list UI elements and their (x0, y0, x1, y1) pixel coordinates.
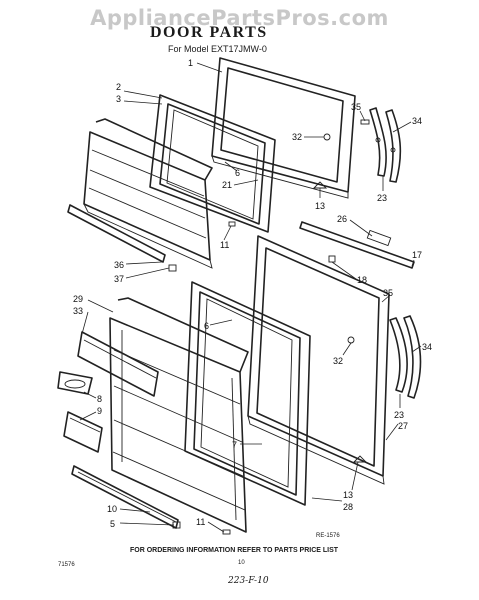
callout-17: 17 (412, 250, 422, 260)
freezer-door-outer-panel (211, 57, 356, 199)
door-stop-bar (299, 221, 415, 269)
callout-10: 10 (107, 504, 117, 514)
callout-18: 18 (357, 275, 367, 285)
watermark: AppliancePartsPros.com (90, 6, 389, 30)
callout-9: 9 (97, 406, 102, 416)
callout-26: 26 (337, 214, 347, 224)
callout-6b: 6 (204, 321, 209, 331)
callout-5: 5 (110, 519, 115, 529)
callout-33: 33 (73, 306, 83, 316)
door-shelf-bar (77, 331, 159, 397)
callout-8: 8 (97, 394, 102, 404)
lower-hinge (389, 315, 422, 399)
callout-11: 11 (220, 240, 229, 250)
callout-27: 27 (398, 421, 408, 431)
callout-6: 6 (235, 168, 240, 178)
callout-13b: 13 (343, 490, 353, 500)
fresh-food-door-outer-panel (247, 235, 390, 485)
handwritten-note: 223-F-10 (228, 576, 269, 586)
model-subtitle: For Model EXT17JMW-0 (168, 44, 267, 54)
callout-21: 21 (222, 180, 232, 190)
butter-compartment (57, 371, 93, 395)
callout-23b: 23 (394, 410, 404, 420)
callout-23: 23 (377, 193, 387, 203)
leader-lines (79, 62, 422, 533)
callout-34: 34 (412, 116, 422, 126)
diagram-title: DOOR PARTS (150, 24, 268, 41)
callout-36: 36 (114, 260, 124, 270)
callout-3: 3 (116, 94, 121, 104)
callout-1: 1 (188, 58, 193, 68)
callout-37: 37 (114, 274, 124, 284)
fresh-food-door-gasket (184, 281, 311, 506)
freezer-door-trim-strip (67, 204, 166, 263)
callout-11b: 11 (196, 517, 205, 527)
callout-35b: 35 (383, 288, 393, 298)
page-number: 10 (238, 560, 245, 566)
freezer-door-liner (83, 118, 213, 269)
upper-hinge (369, 107, 402, 183)
callout-32: 32 (292, 132, 302, 142)
callout-32b: 32 (333, 356, 343, 366)
callout-2: 2 (116, 82, 121, 92)
freezer-door-gasket (149, 94, 276, 233)
callout-28: 28 (343, 502, 353, 512)
callout-numbers: 1 2 3 35 32 34 6 21 13 23 26 11 36 37 17… (73, 58, 432, 529)
ordering-note: FOR ORDERING INFORMATION REFER TO PARTS … (130, 547, 339, 554)
dairy-door (63, 411, 103, 453)
callout-34b: 34 (422, 342, 432, 352)
callout-35: 35 (351, 102, 361, 112)
fresh-food-door-liner (109, 297, 249, 533)
callout-29: 29 (73, 294, 83, 304)
callout-7: 7 (232, 440, 237, 450)
callout-13: 13 (315, 201, 325, 211)
diagram-code: 71576 (58, 562, 75, 568)
reference-code: RE-1576 (316, 533, 340, 539)
